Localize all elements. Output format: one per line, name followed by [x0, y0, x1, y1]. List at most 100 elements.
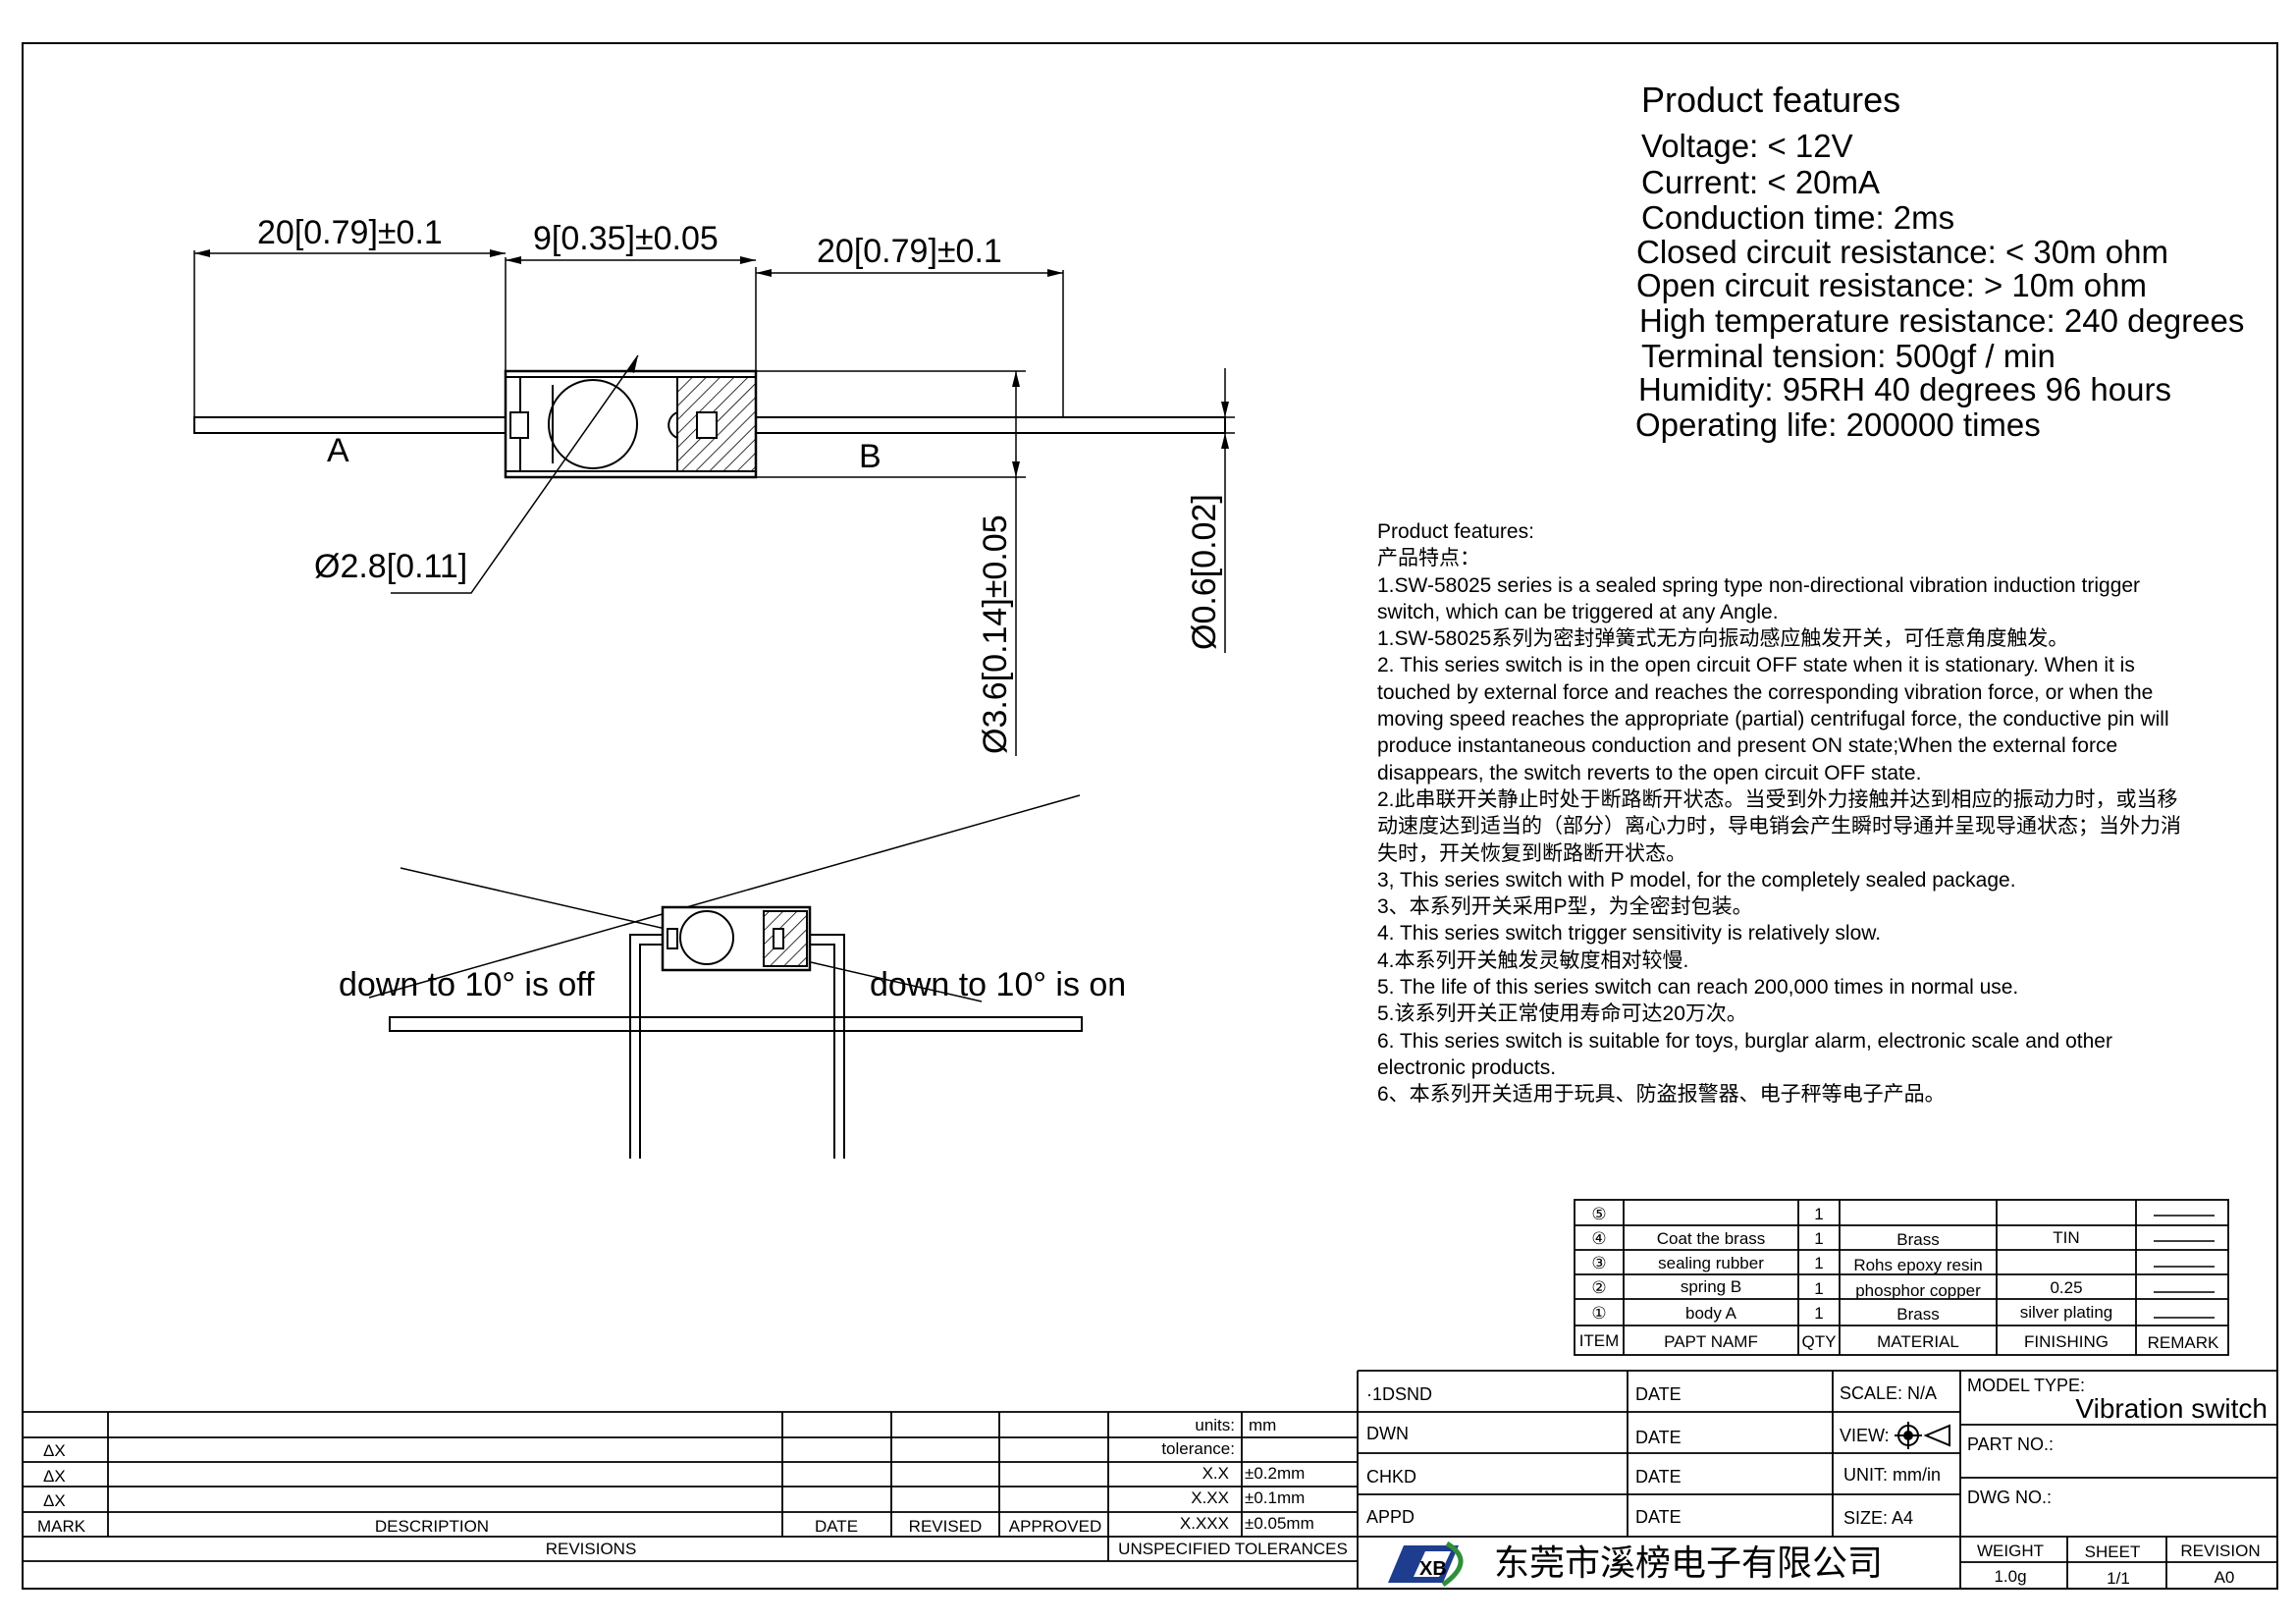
signoff-role: CHKD — [1366, 1467, 1416, 1487]
tol-xx-value: ±0.1mm — [1245, 1488, 1305, 1507]
units-label: units: — [1195, 1416, 1235, 1434]
signoff-date: DATE — [1635, 1467, 1682, 1487]
description-line: moving speed reaches the appropriate (pa… — [1377, 708, 2169, 731]
dim-ball-diameter: Ø2.8[0.11] — [314, 548, 467, 585]
bom-material: Brass — [1896, 1230, 1939, 1249]
bom-table-text: ⑤ 1 ④ Coat the brass 1 Brass TIN ③ seali… — [1579, 1205, 2219, 1352]
revision-value: A0 — [2215, 1568, 2235, 1587]
label-a: A — [327, 432, 349, 469]
tolerance-label: tolerance: — [1161, 1439, 1235, 1458]
bom-finishing: TIN — [2053, 1228, 2079, 1247]
tol-x-value: ±0.2mm — [1245, 1464, 1305, 1483]
sheet-border — [22, 42, 2278, 1590]
revision-mark: ΔX — [43, 1441, 66, 1460]
tol-x: X.X — [1202, 1464, 1229, 1483]
dwg-no-label: DWG NO.: — [1967, 1488, 2052, 1507]
bom-material: phosphor copper — [1855, 1281, 1981, 1300]
revision-mark: ΔX — [43, 1491, 66, 1510]
revisions-text: ΔX ΔX ΔX MARK DESCRIPTION DATE REVISED A… — [37, 1416, 1348, 1558]
feature-current: Current: < 20mA — [1641, 164, 1880, 200]
part-no-label: PART NO.: — [1967, 1434, 2054, 1454]
feature-voltage: Voltage: < 12V — [1641, 128, 1853, 164]
bom-part-name: Coat the brass — [1657, 1229, 1766, 1248]
description-line: 1.SW-58025系列为密封弹簧式无方向振动感应触发开关，可任意角度触发。 — [1377, 627, 2069, 651]
description-line: produce instantaneous conduction and pre… — [1377, 734, 2118, 758]
bom-header-material: MATERIAL — [1877, 1332, 1959, 1351]
revisions-title: REVISIONS — [546, 1540, 637, 1558]
feature-humidity: Humidity: 95RH 40 degrees 96 hours — [1638, 371, 2171, 407]
bom-header-remark: REMARK — [2148, 1333, 2219, 1352]
feature-open-resistance: Open circuit resistance: > 10m ohm — [1636, 267, 2147, 303]
feature-terminal-tension: Terminal tension: 500gf / min — [1641, 338, 2056, 374]
signoff-date: DATE — [1635, 1428, 1682, 1447]
signoff-role: ·1DSND — [1366, 1384, 1432, 1404]
dim-lead-diameter: Ø0.6[0.02] — [1186, 494, 1223, 650]
bom-qty: 1 — [1814, 1279, 1823, 1298]
description-line: 4. This series switch trigger sensitivit… — [1377, 922, 1882, 946]
bom-finishing: silver plating — [2020, 1303, 2113, 1322]
switch-side-view — [193, 249, 1235, 756]
title-block-text: ·1DSND DATE DWN DATE CHKD DATE APPD DATE… — [1366, 1376, 2268, 1588]
description-line: 失时，开关恢复到断路断开状态。 — [1377, 841, 1686, 865]
units-value: mm — [1249, 1416, 1276, 1434]
company-name: 东莞市溪榜电子有限公司 — [1494, 1542, 1883, 1583]
description-line: switch, which can be triggered at any An… — [1377, 600, 1779, 623]
tol-xx: X.XX — [1191, 1488, 1229, 1507]
description-line: 动速度达到适当的（部分）离心力时，导电销会产生瞬时导通并呈现导通状态；当外力消 — [1377, 815, 2181, 839]
description-line: 3, This series switch with P model, for … — [1377, 868, 2016, 892]
weight-label: WEIGHT — [1977, 1542, 2044, 1560]
projection-symbol-icon — [1895, 1422, 1950, 1449]
bom-header-name: PAPT NAMF — [1664, 1332, 1758, 1351]
description-line: disappears, the switch reverts to the op… — [1377, 761, 1922, 784]
description-line: 2. This series switch is in the open cir… — [1377, 654, 2135, 677]
feature-conduction-time: Conduction time: 2ms — [1641, 199, 1954, 236]
description-line: 1.SW-58025 series is a sealed spring typ… — [1377, 573, 2141, 597]
dim-lead-a: 20[0.79]±0.1 — [257, 214, 443, 251]
revision-header-mark: MARK — [37, 1517, 86, 1536]
title-block — [1358, 1370, 2277, 1589]
signoff-role: APPD — [1366, 1507, 1415, 1527]
description-line: 5.该系列开关正常使用寿命可达20万次。 — [1377, 1002, 1747, 1026]
bom-material: Rohs epoxy resin — [1853, 1256, 1982, 1274]
dim-body-diameter: Ø3.6[0.14]±0.05 — [977, 514, 1014, 754]
inner-ball — [548, 379, 638, 469]
description-line: 2.此串联开关静止时处于断路断开状态。当受到外力接触并达到相应的振动力时，或当移 — [1377, 787, 2178, 811]
bom-item: ② — [1591, 1278, 1606, 1297]
bom-item: ③ — [1591, 1254, 1606, 1272]
lead-wire-a — [193, 416, 511, 434]
lead-wire-b — [755, 416, 1226, 434]
product-description: Product features:产品特点：1.SW-58025 series … — [1377, 518, 2231, 1109]
sheet-label: SHEET — [2085, 1542, 2141, 1561]
tilt-on-label: down to 10° is on — [870, 966, 1126, 1003]
logo-text: XB — [1419, 1558, 1447, 1580]
bom-part-name: sealing rubber — [1658, 1254, 1764, 1272]
scale-label: SCALE: N/A — [1840, 1383, 1937, 1403]
revision-header-approved: APPROVED — [1009, 1517, 1101, 1536]
description-line: electronic products. — [1377, 1055, 1557, 1079]
description-line: 4.本系列开关触发灵敏度相对较慢. — [1377, 948, 1689, 972]
signoff-date: DATE — [1635, 1507, 1682, 1527]
bom-table — [1574, 1199, 2229, 1356]
bom-item: ⑤ — [1591, 1205, 1606, 1223]
revision-header-description: DESCRIPTION — [375, 1517, 489, 1536]
description-line: 5. The life of this series switch can re… — [1377, 976, 2019, 1000]
bom-part-name: spring B — [1681, 1277, 1741, 1296]
view-label: VIEW: — [1840, 1426, 1890, 1445]
model-type-label: MODEL TYPE: — [1967, 1376, 2085, 1395]
description-line: 6、本系列开关适用于玩具、防盗报警器、电子秤等电子产品。 — [1377, 1083, 1946, 1107]
bom-qty: 1 — [1814, 1254, 1823, 1272]
bom-header-qty: QTY — [1802, 1332, 1837, 1351]
weight-value: 1.0g — [1994, 1567, 2026, 1586]
revisions-block — [23, 1371, 1359, 1589]
revision-mark: ΔX — [43, 1467, 66, 1486]
dim-lead-b: 20[0.79]±0.1 — [817, 233, 1002, 270]
tilt-off-label: down to 10° is off — [339, 966, 595, 1003]
bom-header-item: ITEM — [1579, 1331, 1620, 1350]
description-line: 产品特点： — [1377, 547, 1480, 570]
label-b: B — [859, 438, 881, 475]
unit-label: UNIT: mm/in — [1843, 1465, 1941, 1485]
feature-high-temperature: High temperature resistance: 240 degrees — [1639, 302, 2244, 339]
bom-qty: 1 — [1814, 1304, 1823, 1323]
revision-label: REVISION — [2180, 1542, 2260, 1560]
